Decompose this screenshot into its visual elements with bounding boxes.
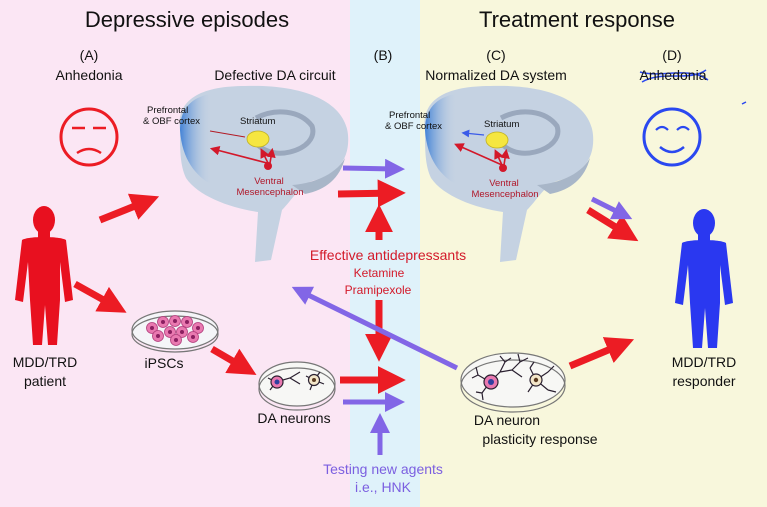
arrow-to-responder-lower	[568, 337, 635, 370]
plasticity-label-1: DA neuron	[473, 412, 541, 428]
panel-d-letter: (D)	[662, 47, 682, 63]
vm-label-right-1: Ventral	[489, 178, 519, 189]
plasticity-dish-icon	[460, 352, 566, 413]
cross-out-icon	[639, 69, 747, 105]
header-depressive: Depressive episodes	[84, 7, 290, 32]
drug-ketamine: Ketamine	[353, 266, 405, 280]
arrow-ipscs-to-neurons	[210, 345, 257, 375]
new-agents-label-2: i.e., HNK	[354, 479, 412, 495]
patient-silhouette-icon	[15, 206, 73, 345]
red-arrows	[73, 179, 639, 394]
sad-face-icon	[59, 107, 119, 167]
panel-c-letter: (C)	[486, 47, 506, 63]
arrow-brain-forward	[337, 179, 406, 208]
arrow-patient-to-brain	[98, 193, 160, 224]
arrow-to-responder-upper	[586, 207, 639, 242]
header-treatment: Treatment response	[478, 7, 676, 32]
arrow-purple-brain	[342, 158, 405, 179]
panel-c-title: Normalized DA system	[425, 67, 567, 83]
arrow-purple-feedback	[291, 286, 459, 371]
vm-label-left-2: Mesencephalon	[236, 187, 304, 198]
vm-label-right-2: Mesencephalon	[471, 189, 539, 200]
cortex-label-left-1: Prefrontal	[147, 105, 189, 116]
responder-label-2: responder	[672, 373, 736, 389]
arrow-purple-to-responder	[590, 196, 633, 220]
striatum-label-right: Striatum	[484, 119, 520, 130]
antidepressants-title: Effective antidepressants	[309, 247, 467, 263]
panel-d-title: Anhedonia	[639, 67, 707, 83]
da-neurons-dish-icon	[258, 361, 336, 411]
striatum-label-left: Striatum	[240, 116, 276, 127]
patient-label-1: MDD/TRD	[12, 354, 78, 370]
drug-pramipexole: Pramipexole	[344, 283, 412, 297]
purple-arrows	[291, 158, 633, 455]
panel-a-title: Anhedonia	[55, 67, 123, 83]
cortex-label-left-2: & OBF cortex	[143, 116, 201, 127]
defective-circuit-title: Defective DA circuit	[214, 67, 336, 83]
responder-label-1: MDD/TRD	[671, 354, 737, 370]
cortex-label-right-2: & OBF cortex	[385, 121, 443, 132]
responder-silhouette-icon	[675, 209, 733, 348]
cortex-label-right-1: Prefrontal	[389, 110, 431, 121]
happy-face-icon	[642, 107, 702, 167]
arrow-patient-to-ipscs	[73, 280, 127, 313]
ipscs-label: iPSCs	[144, 355, 184, 371]
ipscs-dish-icon	[131, 310, 219, 353]
plasticity-label-2: plasticity response	[482, 431, 598, 447]
da-neurons-label: DA neurons	[257, 410, 331, 426]
panel-a-letter: (A)	[79, 47, 99, 63]
panel-b-letter: (B)	[373, 47, 393, 63]
vm-label-left-1: Ventral	[254, 176, 284, 187]
new-agents-label-1: Testing new agents	[323, 461, 443, 477]
brain-left-icon	[179, 85, 349, 263]
brain-right-icon	[424, 85, 594, 263]
patient-label-2: patient	[23, 373, 67, 389]
